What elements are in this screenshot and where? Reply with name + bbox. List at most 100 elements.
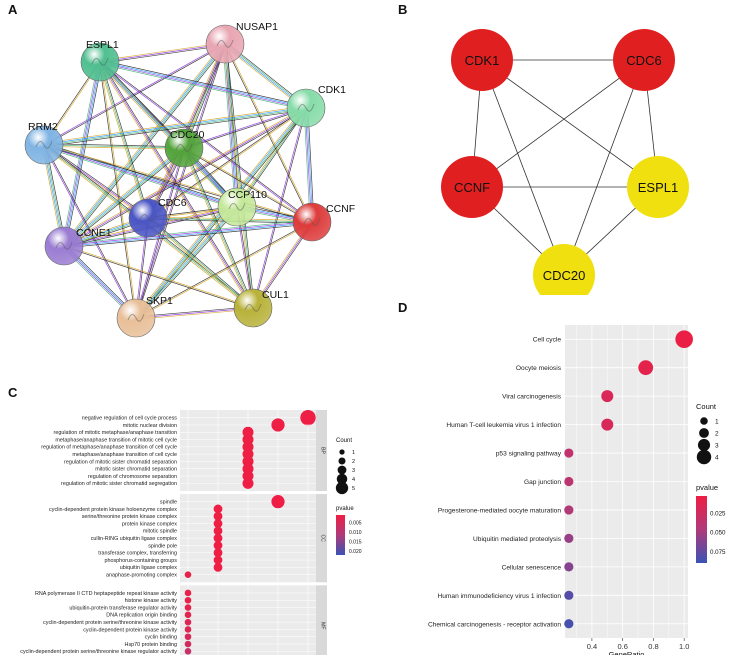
edge-espl1-ccnf bbox=[99, 62, 312, 223]
dot-cell-cycle bbox=[675, 330, 693, 349]
edge-cdc20-ccnf bbox=[184, 147, 313, 222]
protein-structure-icon bbox=[175, 143, 193, 152]
network-node-cdc20: CDC20 bbox=[164, 128, 205, 168]
term-label: Human T-cell leukemia virus 1 infection bbox=[446, 422, 561, 429]
dot-cyclin-dependent-protein-kinase-holoenzyme-complex bbox=[213, 504, 223, 514]
edge-espl1-ccne1 bbox=[61, 61, 99, 246]
edge-espl1-ccne1 bbox=[63, 61, 100, 246]
colorbar-tick-label: 0.075 bbox=[710, 549, 726, 556]
edge-skp1-cul1 bbox=[135, 306, 253, 318]
node-label: CDC6 bbox=[158, 197, 187, 209]
edge-skp1-cul1 bbox=[136, 308, 254, 320]
term-label: transferase complex, transferring bbox=[98, 551, 177, 557]
legend-value: 2 bbox=[352, 459, 355, 465]
node-label: CCNF bbox=[326, 203, 355, 215]
term-label: regulation of mitotic metaphase/anaphase… bbox=[54, 430, 177, 436]
network-node-rrm2: RRM2 bbox=[24, 121, 64, 165]
edge-ccnf-skp1 bbox=[135, 221, 312, 318]
term-label: spindle bbox=[160, 499, 177, 505]
term-label: RNA polymerase II CTD heptapeptide repea… bbox=[35, 591, 177, 597]
edge-cdk1-cul1 bbox=[252, 107, 306, 308]
edge-espl1-cdk1 bbox=[100, 61, 307, 108]
edge-nusap1-cul1 bbox=[225, 43, 255, 308]
edge-cdk1-ccp110 bbox=[236, 107, 307, 208]
dot-mitotic-spindle bbox=[213, 526, 223, 536]
edge-espl1-ccp110 bbox=[99, 62, 237, 208]
term-label: mitotic sister chromatid separation bbox=[95, 467, 177, 473]
hub-node-label: CDC20 bbox=[543, 268, 586, 283]
colorbar-tick-label: 0.025 bbox=[710, 510, 726, 517]
network-node-ccnf: CCNF bbox=[292, 202, 355, 242]
edge-ccnf-ccne1 bbox=[64, 223, 313, 249]
dot-cellular-senescence bbox=[564, 562, 574, 572]
colorbar bbox=[336, 515, 345, 555]
protein-structure-icon bbox=[127, 313, 145, 322]
edge-espl1-cdc6 bbox=[100, 61, 150, 218]
network-node-ccne1: CCNE1 bbox=[44, 226, 112, 266]
x-axis-label: GeneRatio bbox=[609, 650, 645, 655]
dot-negative-regulation-of-cell-cycle-process bbox=[300, 409, 316, 426]
edge-cdk1-ccp110 bbox=[235, 107, 306, 207]
plot-area bbox=[564, 325, 693, 638]
dot-rna-polymerase-ii-ctd-heptapeptide-repeat-kinase-activity bbox=[184, 589, 192, 597]
colorbar-tick-label: 0.005 bbox=[349, 521, 362, 527]
protein-structure-icon bbox=[91, 57, 109, 66]
colorbar-tick-label: 0.015 bbox=[349, 540, 362, 546]
term-label: Cellular senescence bbox=[502, 564, 562, 571]
term-label: serine/threonine protein kinase complex bbox=[82, 514, 178, 520]
edge-ccp110-skp1 bbox=[136, 207, 238, 319]
edge-nusap1-rrm2 bbox=[43, 43, 225, 145]
legend-title: pvalue bbox=[336, 506, 354, 512]
x-tick-label: 0.4 bbox=[587, 642, 597, 651]
network-node-ccp110: CCP110 bbox=[217, 187, 267, 227]
edge-nusap1-rrm2 bbox=[44, 44, 226, 146]
dot-histone-kinase-activity bbox=[184, 596, 192, 604]
term-label: Gap junction bbox=[524, 479, 561, 486]
hub-node-circle bbox=[613, 29, 675, 91]
hub-node-label: ESPL1 bbox=[638, 180, 678, 195]
dot-cyclin-binding bbox=[184, 633, 192, 641]
edge-espl1-skp1 bbox=[99, 62, 136, 319]
node-label: ESPL1 bbox=[86, 39, 119, 51]
dot-ubiquitin-protein-transferase-regulator-activity bbox=[184, 604, 192, 611]
colorbar-tick-label: 0.010 bbox=[349, 530, 362, 536]
node-label: NUSAP1 bbox=[236, 21, 278, 33]
x-tick-label: 0.8 bbox=[648, 642, 658, 651]
x-tick-label: 0.6 bbox=[617, 642, 627, 651]
term-label: p53 signaling pathway bbox=[496, 451, 562, 458]
edge-ccnf-ccne1 bbox=[64, 222, 313, 247]
edge-cdc6-cul1 bbox=[146, 218, 253, 310]
edge-rrm2-cdc20 bbox=[43, 144, 185, 149]
edge-nusap1-ccne1 bbox=[62, 42, 224, 246]
edge-nusap1-espl1 bbox=[99, 42, 225, 62]
edge-nusap1-espl1 bbox=[100, 44, 226, 64]
network-node-cul1: CUL1 bbox=[233, 288, 289, 328]
facet-strip bbox=[316, 585, 327, 655]
legend-value: 3 bbox=[715, 443, 719, 450]
network-node-espl1: ESPL1 bbox=[80, 39, 120, 82]
edge-nusap1-ccne1 bbox=[63, 43, 225, 246]
edge-cdc6-cdc20 bbox=[563, 59, 645, 276]
edge-rrm2-ccnf bbox=[43, 145, 312, 223]
edge-espl1-ccne1 bbox=[65, 62, 103, 247]
dot-human-immunodeficiency-virus-1-infection bbox=[564, 590, 574, 600]
legend-dot bbox=[696, 449, 712, 465]
edge-skp1-cul1 bbox=[135, 307, 254, 319]
facet-strip-label: MF bbox=[320, 622, 326, 629]
edge-cdk1-ccne1 bbox=[63, 106, 306, 246]
dot-protein-kinase-complex bbox=[213, 519, 223, 528]
panel-label-a: A bbox=[8, 2, 18, 17]
protein-structure-icon bbox=[228, 202, 246, 211]
facet-strip-label: BP bbox=[320, 447, 326, 454]
edge-ccnf-ccne1 bbox=[63, 221, 312, 246]
node-label: CCP110 bbox=[228, 189, 267, 201]
edge-rrm2-cdc6 bbox=[44, 143, 149, 218]
edge-espl1-ccp110 bbox=[101, 60, 239, 206]
term-label: cyclin-dependent protein serine/threonin… bbox=[20, 649, 177, 655]
node-label: CUL1 bbox=[262, 289, 289, 301]
hub-node-circle bbox=[441, 156, 503, 218]
